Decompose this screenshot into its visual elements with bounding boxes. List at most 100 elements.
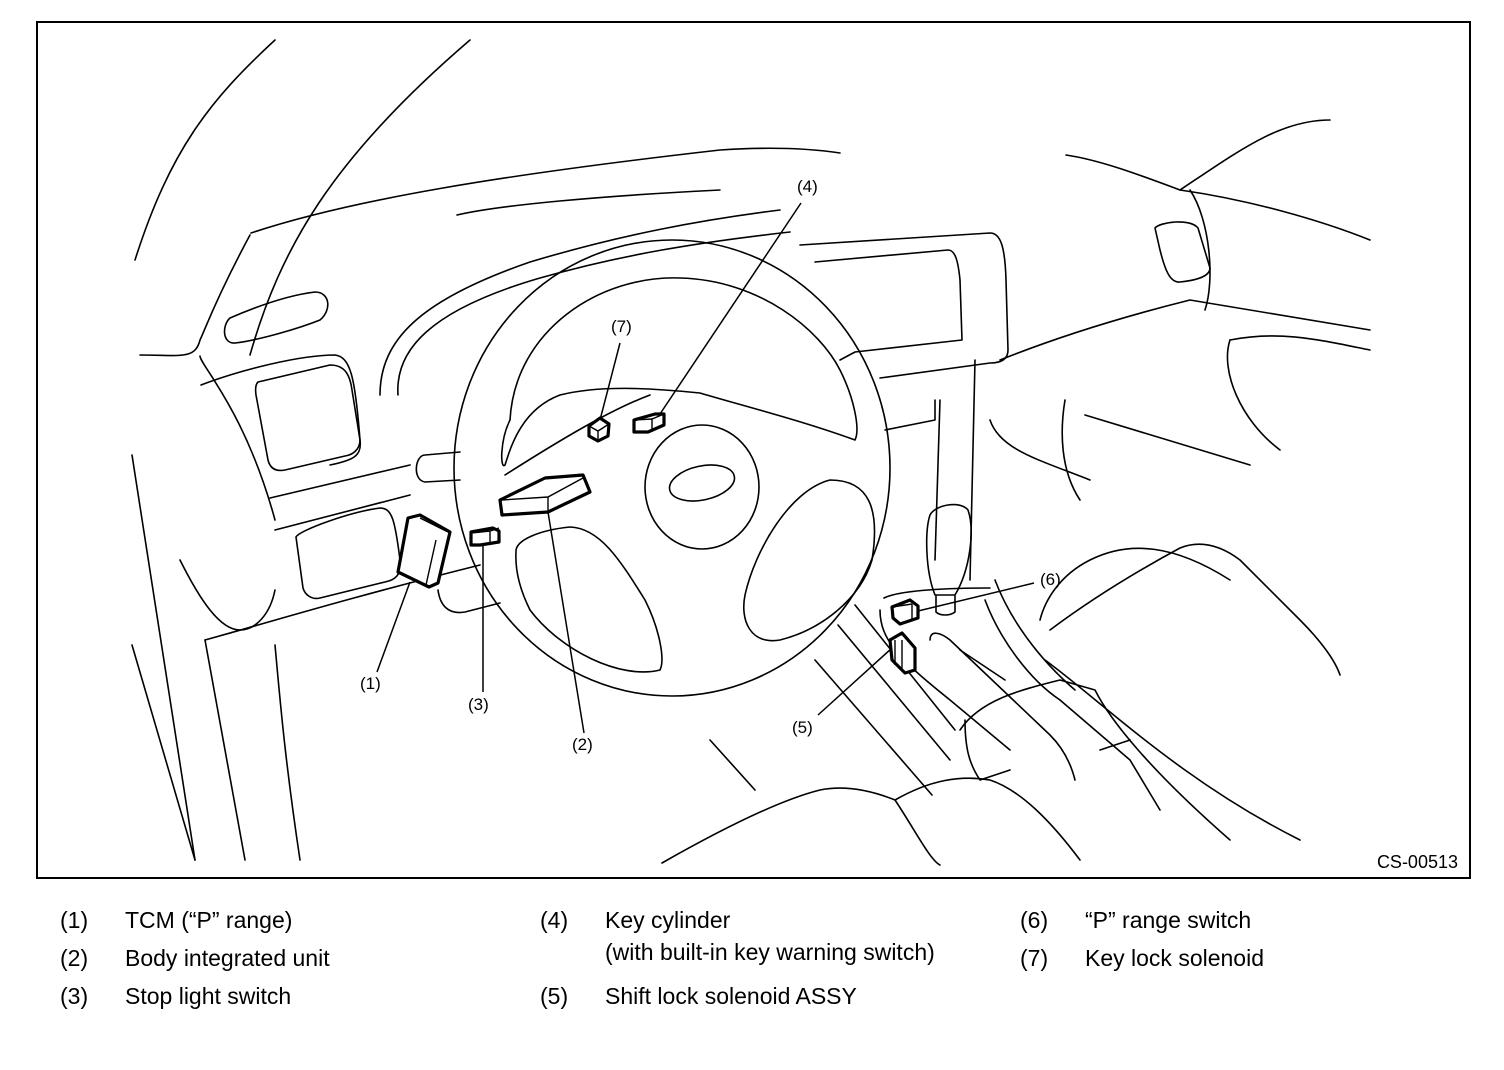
driver-seat-side bbox=[894, 799, 941, 866]
legend-num: (2) bbox=[60, 945, 89, 971]
leader-line-2 bbox=[547, 511, 585, 734]
center-display bbox=[814, 249, 963, 361]
dash-left-curve bbox=[139, 234, 251, 357]
drawing-stroke bbox=[588, 423, 610, 441]
legend-text: Body integrated unit bbox=[125, 945, 330, 971]
door-panel-curve bbox=[179, 559, 276, 631]
passenger-dash-top bbox=[1065, 154, 1371, 241]
callout-6: (6) bbox=[1040, 570, 1061, 589]
left-vent bbox=[223, 291, 329, 344]
component-key-cylinder bbox=[632, 412, 666, 434]
driver-seat bbox=[661, 777, 1081, 864]
windshield-line-left bbox=[134, 39, 276, 261]
leader-line-7 bbox=[599, 342, 621, 421]
callout-2: (2) bbox=[572, 735, 593, 754]
figure-code: CS-00513 bbox=[1376, 852, 1458, 872]
legend-num: (3) bbox=[60, 983, 89, 1009]
dash-top-line bbox=[250, 147, 841, 234]
drawing-stroke bbox=[891, 603, 913, 620]
emblem bbox=[668, 464, 736, 502]
passenger-vent bbox=[1154, 221, 1211, 283]
wheel-spoke-left bbox=[504, 394, 651, 476]
legend-text-line2: (with built-in key warning switch) bbox=[605, 939, 935, 965]
drawing-stroke bbox=[632, 412, 666, 434]
passenger-seat-side bbox=[1059, 699, 1161, 811]
drawing-stroke bbox=[498, 473, 592, 517]
knee-bolster bbox=[437, 589, 501, 614]
passenger-seat-front bbox=[1044, 659, 1301, 841]
glovebox-edge bbox=[999, 299, 1371, 361]
door-line-3 bbox=[204, 639, 246, 861]
legend-text: Key cylinder bbox=[605, 907, 731, 933]
center-stack-line bbox=[934, 359, 976, 581]
component-stop-light-switch bbox=[469, 526, 501, 547]
drawing-stroke bbox=[587, 416, 611, 443]
passenger-seat-back bbox=[1049, 543, 1341, 676]
drawing-stroke bbox=[633, 413, 665, 432]
lower-panel-box bbox=[295, 507, 402, 600]
door-line-1 bbox=[131, 454, 196, 861]
drawing-stroke bbox=[894, 640, 903, 668]
component-shift-lock-solenoid bbox=[888, 631, 917, 675]
callout-7: (7) bbox=[611, 317, 632, 336]
legend-text: Key lock solenoid bbox=[1085, 945, 1264, 971]
dash-top-line-2 bbox=[456, 189, 721, 216]
component-body-integrated-unit bbox=[498, 473, 592, 517]
drawing-stroke bbox=[501, 477, 584, 512]
callout-5: (5) bbox=[792, 718, 813, 737]
lower-dash-line-2 bbox=[274, 494, 411, 531]
windshield-line-mid bbox=[249, 39, 471, 356]
figure-frame bbox=[36, 21, 1471, 879]
legend-text: Shift lock solenoid ASSY bbox=[605, 983, 857, 1009]
shift-boot bbox=[935, 595, 956, 616]
wheel-lower-right-opening bbox=[743, 479, 876, 642]
drawing-stroke bbox=[469, 526, 501, 547]
floor-line bbox=[709, 739, 756, 791]
callout-4: (4) bbox=[797, 177, 818, 196]
parking-brake bbox=[959, 649, 1011, 781]
callout-1: (1) bbox=[360, 674, 381, 693]
column-shroud bbox=[415, 451, 461, 483]
passenger-seat-cushion bbox=[1039, 547, 1231, 621]
lower-dash-line-1 bbox=[269, 464, 411, 499]
legend-text: Stop light switch bbox=[125, 983, 292, 1009]
meter-hood-inner bbox=[397, 231, 791, 396]
console-opening bbox=[929, 632, 1076, 781]
console-side-3 bbox=[814, 659, 933, 796]
meter-hood-outer bbox=[379, 209, 781, 396]
steering-wheel-rim-outer bbox=[453, 239, 891, 697]
drawing-stroke bbox=[890, 598, 920, 626]
leader-line-6 bbox=[917, 582, 1035, 612]
component-tcm bbox=[396, 513, 452, 589]
leader-line-1 bbox=[376, 581, 411, 673]
legend-text: “P” range switch bbox=[1085, 907, 1252, 933]
center-stack-slot bbox=[884, 399, 936, 431]
callout-3: (3) bbox=[468, 695, 489, 714]
steering-wheel-rim-inner bbox=[500, 277, 858, 467]
passenger-lower-curve bbox=[989, 399, 1091, 501]
component-key-lock-solenoid bbox=[587, 416, 611, 443]
leader-line-4 bbox=[659, 202, 802, 415]
shift-knob bbox=[925, 503, 972, 596]
console-side-2 bbox=[837, 624, 951, 761]
wheel-lower-left-opening bbox=[515, 526, 663, 673]
passenger-lower bbox=[1084, 339, 1281, 466]
legend-num: (5) bbox=[540, 983, 569, 1009]
leader-line-5 bbox=[817, 647, 893, 716]
component-p-range-switch bbox=[890, 598, 920, 626]
legend-num: (1) bbox=[60, 907, 89, 933]
legend-text: TCM (“P” range) bbox=[125, 907, 293, 933]
left-square-vent bbox=[199, 354, 362, 521]
door-line-4 bbox=[274, 644, 301, 861]
legend-num: (7) bbox=[1020, 945, 1049, 971]
drawing-stroke bbox=[419, 517, 449, 586]
legend-num: (4) bbox=[540, 907, 569, 933]
legend-num: (6) bbox=[1020, 907, 1049, 933]
drawing-stroke bbox=[470, 527, 500, 545]
passenger-dash-upper bbox=[1179, 119, 1331, 191]
armrest bbox=[959, 679, 1231, 841]
console-right-1 bbox=[984, 599, 1061, 701]
drawing-stroke bbox=[396, 513, 452, 589]
passenger-dash-right bbox=[1189, 189, 1371, 351]
